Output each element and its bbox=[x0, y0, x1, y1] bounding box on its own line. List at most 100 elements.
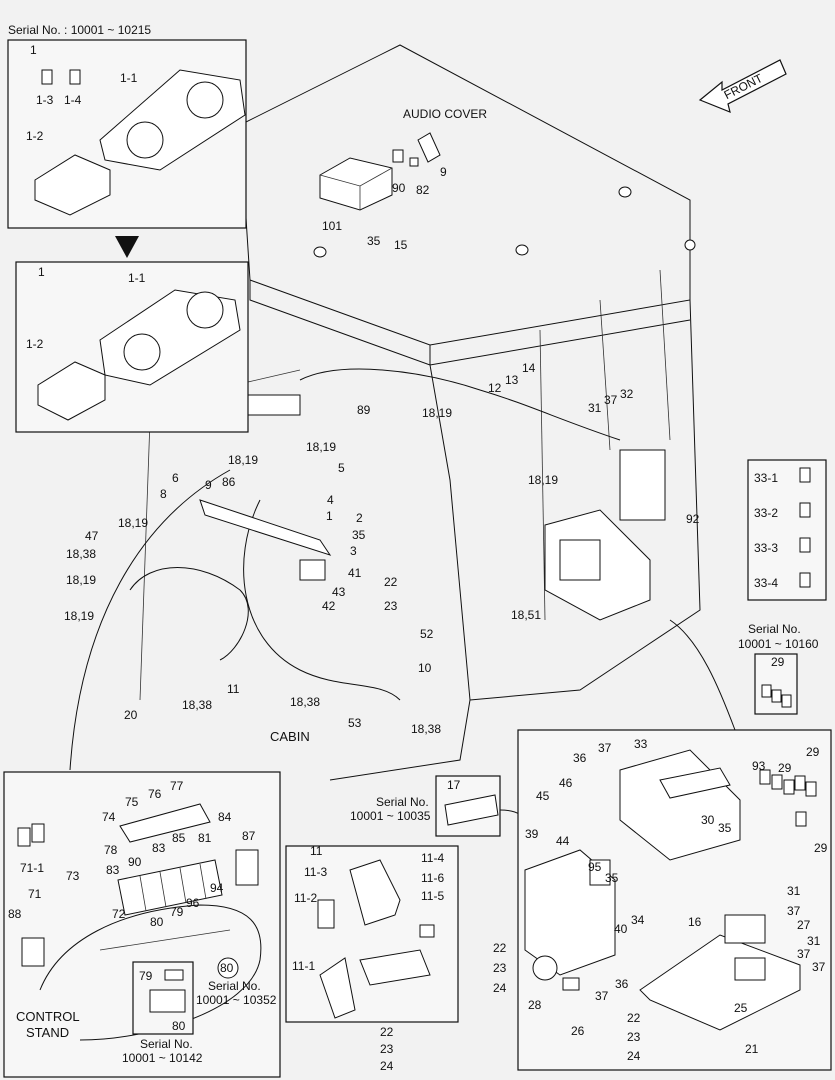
callout: 5 bbox=[338, 461, 345, 475]
indicator-lamp-icon bbox=[21, 937, 45, 967]
inset2-part-1-2: 1-2 bbox=[26, 337, 44, 351]
callout: 35 bbox=[367, 234, 381, 248]
callout: 88 bbox=[8, 907, 22, 921]
serial29-line1: Serial No. bbox=[748, 622, 801, 636]
callout: 37 bbox=[797, 947, 811, 961]
callout: 71-1 bbox=[20, 861, 44, 875]
down-arrow-icon bbox=[115, 236, 139, 258]
callout: 8 bbox=[160, 487, 167, 501]
callout: 22 bbox=[493, 941, 507, 955]
callout: 87 bbox=[242, 829, 256, 843]
callout: 18,19 bbox=[528, 473, 558, 487]
callout: 37 bbox=[598, 741, 612, 755]
right-detail-box bbox=[517, 729, 832, 1071]
callout: 23 bbox=[384, 599, 398, 613]
callout: 18,38 bbox=[66, 547, 96, 561]
callout: 11 bbox=[227, 682, 240, 696]
callout: 9 bbox=[205, 478, 212, 492]
callout: 28 bbox=[528, 998, 542, 1012]
callout: 35 bbox=[352, 528, 366, 542]
inset1-part-1-4: 1-4 bbox=[64, 93, 82, 107]
serial80-line1: Serial No. bbox=[208, 979, 261, 993]
callout: 92 bbox=[686, 512, 700, 526]
serial79-line1: Serial No. bbox=[140, 1037, 193, 1051]
callout: 18,19 bbox=[118, 516, 148, 530]
relay-box-33: 33-1 33-2 33-3 33-4 bbox=[747, 459, 827, 601]
arc-to-control bbox=[69, 469, 231, 771]
callout: 41 bbox=[348, 566, 362, 580]
callout: 89 bbox=[357, 403, 371, 417]
serial-79-box: 79 80 Serial No. 10001 ~ 10142 bbox=[122, 961, 203, 1065]
callout: 15 bbox=[394, 238, 408, 252]
callout: 85 bbox=[172, 831, 186, 845]
callout: 84 bbox=[218, 810, 232, 824]
callout: 18,51 bbox=[511, 608, 541, 622]
control-stand-label-1: CONTROL bbox=[16, 1009, 80, 1024]
callout: 4 bbox=[327, 493, 334, 507]
serial79-line2: 10001 ~ 10142 bbox=[122, 1051, 203, 1065]
callout: 43 bbox=[332, 585, 346, 599]
serial79-part-80: 80 bbox=[172, 1019, 186, 1033]
callout: 44 bbox=[556, 834, 570, 848]
callout: 81 bbox=[198, 831, 212, 845]
serial-17-box: 17 bbox=[435, 775, 501, 837]
callout: 18,38 bbox=[182, 698, 212, 712]
inset2-part-1-1: 1-1 bbox=[128, 271, 146, 285]
callout: 18,19 bbox=[66, 573, 96, 587]
callout: 24 bbox=[493, 981, 507, 995]
callout: 29 bbox=[778, 761, 792, 775]
control-stand-label-2: STAND bbox=[26, 1025, 69, 1040]
pedal-part-11-3: 11-3 bbox=[304, 865, 327, 879]
pedal-part-11-2: 11-2 bbox=[294, 891, 317, 905]
pedal-extra-callouts: 22 23 24 22 23 24 bbox=[380, 941, 507, 1073]
callout: 22 bbox=[627, 1011, 641, 1025]
serial80-line2: 10001 ~ 10352 bbox=[196, 993, 277, 1007]
callout: 39 bbox=[525, 827, 539, 841]
callout: 3 bbox=[350, 544, 357, 558]
callout: 16 bbox=[688, 915, 702, 929]
pedal-part-11-1: 11-1 bbox=[292, 959, 315, 973]
callout: 20 bbox=[124, 708, 138, 722]
callout: 96 bbox=[186, 896, 200, 910]
callout: 33 bbox=[634, 737, 648, 751]
callout: 23 bbox=[627, 1030, 641, 1044]
callout: 18,19 bbox=[228, 453, 258, 467]
callout: 35 bbox=[718, 821, 732, 835]
callout: 73 bbox=[66, 869, 80, 883]
callout: 76 bbox=[148, 787, 162, 801]
callout: 34 bbox=[631, 913, 645, 927]
serial79-part-79: 79 bbox=[139, 969, 153, 983]
callout: 6 bbox=[172, 471, 179, 485]
fuse-relay-block bbox=[544, 449, 666, 621]
callout: 78 bbox=[104, 843, 118, 857]
callout: 37 bbox=[787, 904, 801, 918]
callout: 29 bbox=[806, 745, 820, 759]
callout-80-circle bbox=[217, 957, 239, 979]
callout: 93 bbox=[752, 759, 766, 773]
callout: 37 bbox=[595, 989, 609, 1003]
callout: 46 bbox=[559, 776, 573, 790]
callout: 18,19 bbox=[64, 609, 94, 623]
callout-80: 80 bbox=[220, 961, 234, 975]
callout: 36 bbox=[615, 977, 629, 991]
callout: 18,19 bbox=[422, 406, 452, 420]
callout: 25 bbox=[734, 1001, 748, 1015]
inset-cluster-1: 1 1-1 1-2 1-3 1-4 bbox=[7, 39, 247, 229]
main-callouts: 101 90 82 9 35 15 89 14 13 12 18,19 31 3… bbox=[64, 165, 700, 736]
pedal-part-11-5: 11-5 bbox=[421, 889, 444, 903]
inset2-title: 1 bbox=[38, 265, 45, 279]
callout: 77 bbox=[170, 779, 184, 793]
callout: 14 bbox=[522, 361, 536, 375]
callout: 24 bbox=[380, 1059, 394, 1073]
callout: 75 bbox=[125, 795, 139, 809]
callout: 2 bbox=[356, 511, 363, 525]
callout: 23 bbox=[493, 961, 507, 975]
callout: 47 bbox=[85, 529, 99, 543]
callout: 13 bbox=[505, 373, 519, 387]
relay-33-1: 33-1 bbox=[754, 471, 778, 485]
callout: 90 bbox=[392, 181, 406, 195]
callout: 10 bbox=[418, 661, 432, 675]
serial29-part: 29 bbox=[771, 655, 785, 669]
callout: 1 bbox=[326, 509, 333, 523]
pedal-part-11-4: 11-4 bbox=[421, 851, 444, 865]
